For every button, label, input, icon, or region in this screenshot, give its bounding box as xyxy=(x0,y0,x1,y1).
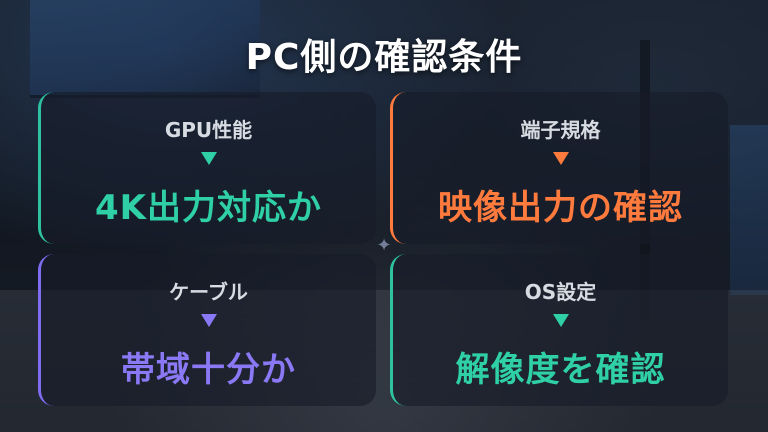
card-value: 帯域十分か xyxy=(121,350,296,390)
triangle-down-icon xyxy=(552,152,569,165)
triangle-down-icon xyxy=(200,314,217,327)
card-value: 映像出力の確認 xyxy=(438,188,683,228)
card-label: OS設定 xyxy=(524,280,597,304)
slide-title: PC側の確認条件 xyxy=(245,37,523,78)
sparkle-icon: ✦ xyxy=(376,235,392,256)
card-label: ケーブル xyxy=(169,280,248,304)
triangle-down-icon xyxy=(552,314,569,327)
card-value: 解像度を確認 xyxy=(455,350,666,390)
background-monitor-side xyxy=(730,125,768,295)
card-value: 4K出力対応か xyxy=(94,188,322,228)
card-port: 端子規格 映像出力の確認 xyxy=(390,92,728,244)
triangle-down-icon xyxy=(200,152,217,165)
card-gpu: GPU性能 4K出力対応か xyxy=(38,92,376,244)
card-label: 端子規格 xyxy=(520,118,601,142)
card-label: GPU性能 xyxy=(164,118,253,142)
card-cable: ケーブル 帯域十分か xyxy=(38,254,376,406)
card-os: OS設定 解像度を確認 xyxy=(390,254,728,406)
